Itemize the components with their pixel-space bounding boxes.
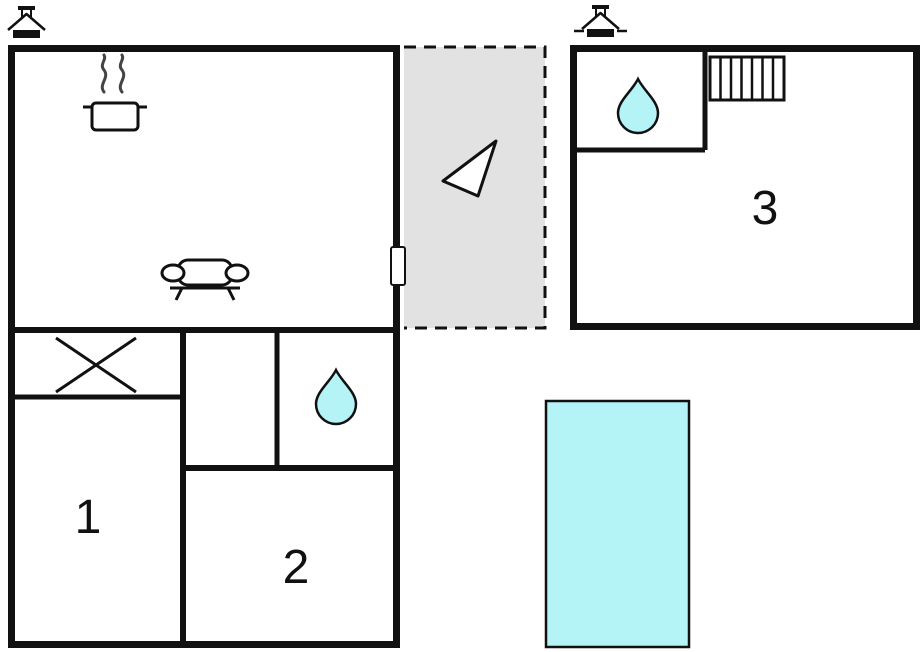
water-drop-icon-annex [616, 77, 660, 135]
water-drop-icon-bathroom [314, 368, 358, 426]
sofa-icon [160, 258, 250, 301]
terrace-dashed-border [404, 45, 547, 330]
room-3-label: 3 [752, 182, 779, 235]
steam-icon [100, 53, 126, 94]
radiator-icon [708, 55, 786, 102]
entrance-arrow-icon [441, 139, 498, 198]
stove-pot-icon [83, 53, 147, 132]
door-icon [390, 246, 406, 286]
chimney-icon-left [7, 6, 46, 38]
room-2-label: 2 [283, 541, 310, 594]
main-building-outline [8, 45, 400, 648]
pool [544, 399, 691, 649]
window-x-icon [55, 336, 137, 394]
annex-building-outline [570, 45, 920, 330]
chimney-icon-right [574, 5, 627, 37]
room-1-label: 1 [75, 491, 102, 544]
